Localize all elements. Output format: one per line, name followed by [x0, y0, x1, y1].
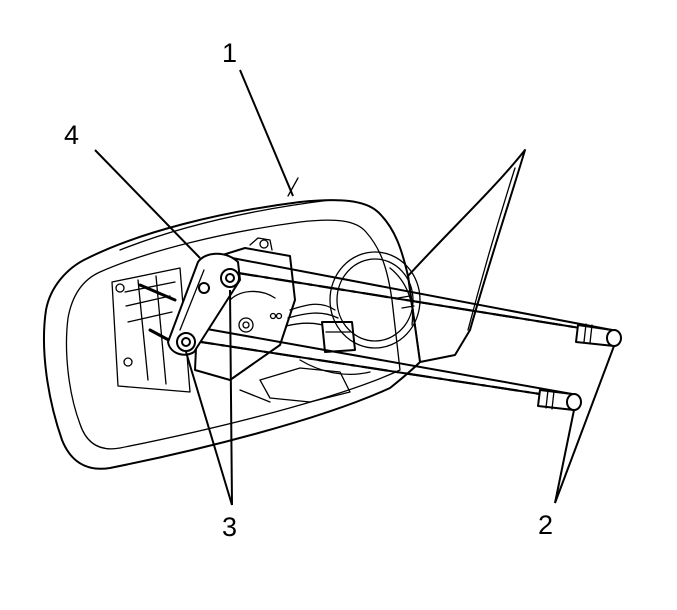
housing-cavity: [111, 267, 191, 393]
motor-mount-ring: [329, 251, 421, 349]
pivot-screw-lower: [176, 332, 196, 352]
callout-3: 3: [222, 512, 237, 542]
mirror-mounting-sail: [407, 149, 526, 363]
leader-lines: [94, 69, 615, 506]
leader-4: [94, 149, 201, 259]
wiring-harness: [285, 303, 371, 375]
leader-2a: [554, 345, 615, 504]
leader-3a: [185, 351, 233, 506]
callout-4: 4: [64, 120, 79, 150]
leader-3b: [229, 289, 233, 506]
alignment-pin-lower: [187, 338, 582, 411]
leader-1: [239, 69, 294, 197]
callout-2: 2: [538, 510, 553, 540]
callout-1: 1: [222, 38, 237, 68]
lower-bracket: [239, 367, 351, 403]
pivot-screw-upper: [220, 268, 240, 288]
guide-rod-lines: [189, 257, 613, 395]
leader-2b: [554, 409, 575, 504]
